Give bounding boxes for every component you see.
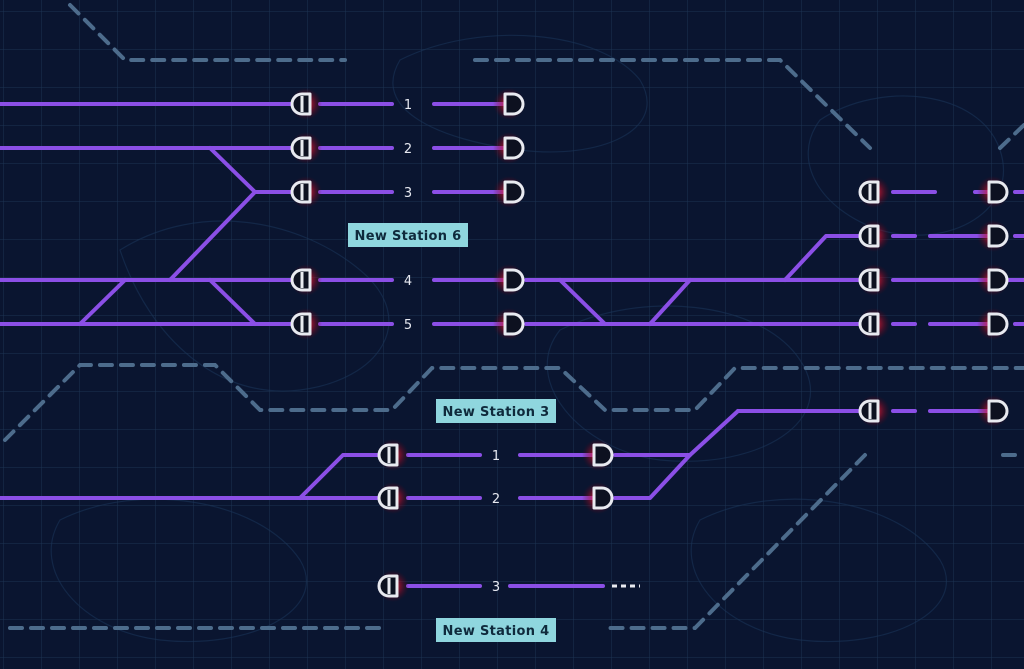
track-number: 3 [492, 580, 500, 595]
track-number: 1 [404, 98, 412, 113]
station-label-4[interactable]: New Station 4 [436, 618, 556, 642]
station-label-3[interactable]: New Station 3 [436, 399, 556, 423]
track-s3-2 [0, 453, 692, 500]
track-number: 2 [492, 492, 500, 507]
track-number: 2 [404, 142, 412, 157]
track-numbers: 1 2 3 4 5 1 2 3 [404, 98, 500, 595]
track-number: 3 [404, 186, 412, 201]
track-number: 4 [404, 274, 412, 289]
planned-paths [3, 3, 1024, 630]
track-s3-1 [298, 409, 740, 500]
track-number: 5 [404, 318, 412, 333]
station-name: New Station 6 [355, 229, 462, 244]
station-label-6[interactable]: New Station 6 [348, 223, 468, 247]
station-name: New Station 3 [443, 405, 550, 420]
track-number: 1 [492, 449, 500, 464]
station-name: New Station 4 [443, 624, 550, 639]
